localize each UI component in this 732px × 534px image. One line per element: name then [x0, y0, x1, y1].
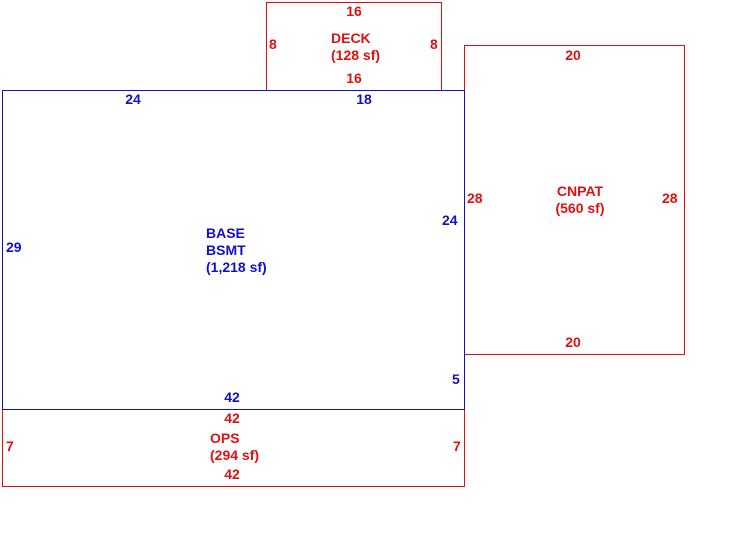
ops-bottom-dimension: 42 [224, 466, 240, 482]
cnpat-label: CNPAT (560 sf) [555, 183, 604, 217]
deck-top-dimension: 16 [346, 3, 362, 19]
base-area-text: (1,218 sf) [206, 259, 267, 275]
cnpat-top-dimension: 20 [565, 47, 581, 63]
base-left-dimension: 29 [6, 239, 22, 255]
cnpat-left-dimension: 28 [467, 190, 483, 206]
base-right-lower-dimension: 5 [452, 371, 460, 387]
cnpat-right-dimension: 28 [662, 190, 678, 206]
base-label: BASE BSMT (1,218 sf) [206, 225, 267, 276]
ops-area-text: (294 sf) [210, 447, 260, 463]
ops-left-dimension: 7 [6, 438, 14, 454]
base-right-upper-dimension: 24 [442, 212, 458, 228]
deck-bottom-dimension: 16 [346, 70, 362, 86]
ops-top-dimension: 42 [224, 410, 240, 426]
deck-area-text: (128 sf) [331, 47, 381, 63]
cnpat-name: CNPAT [556, 183, 604, 199]
ops-right-dimension: 7 [453, 438, 461, 454]
ops-label: OPS (294 sf) [210, 430, 259, 464]
deck-left-dimension: 8 [269, 36, 277, 52]
base-bottom-dimension: 42 [224, 389, 240, 405]
cnpat-bottom-dimension: 20 [565, 334, 581, 350]
deck-label: DECK (128 sf) [331, 30, 380, 64]
base-top-left-dimension: 24 [125, 91, 141, 107]
ops-name: OPS [210, 430, 240, 446]
base-name-secondary: BSMT [206, 242, 246, 258]
base-area[interactable] [2, 90, 465, 410]
base-name: BASE [206, 225, 245, 241]
cnpat-area-text: (560 sf) [555, 200, 605, 216]
deck-right-dimension: 8 [430, 36, 438, 52]
deck-name: DECK [331, 30, 371, 46]
base-top-right-dimension: 18 [356, 91, 372, 107]
